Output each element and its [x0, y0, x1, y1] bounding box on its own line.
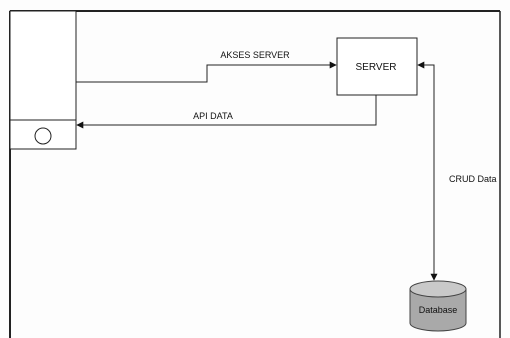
api-data-label: API DATA	[193, 111, 233, 121]
crud-data-label: CRUD Data	[449, 174, 497, 184]
edge-crud-data: CRUD Data	[417, 61, 497, 281]
home-button-icon	[34, 127, 52, 145]
mobile-device	[9, 10, 77, 150]
server-node: SERVER	[336, 37, 418, 96]
edge-api-data: API DATA	[76, 95, 377, 129]
akses-server-label: AKSES SERVER	[220, 50, 290, 60]
edge-akses-server: AKSES SERVER	[76, 50, 337, 83]
database-label: Database	[419, 305, 458, 315]
database-node: Database	[409, 280, 467, 332]
server-label: SERVER	[356, 62, 397, 73]
